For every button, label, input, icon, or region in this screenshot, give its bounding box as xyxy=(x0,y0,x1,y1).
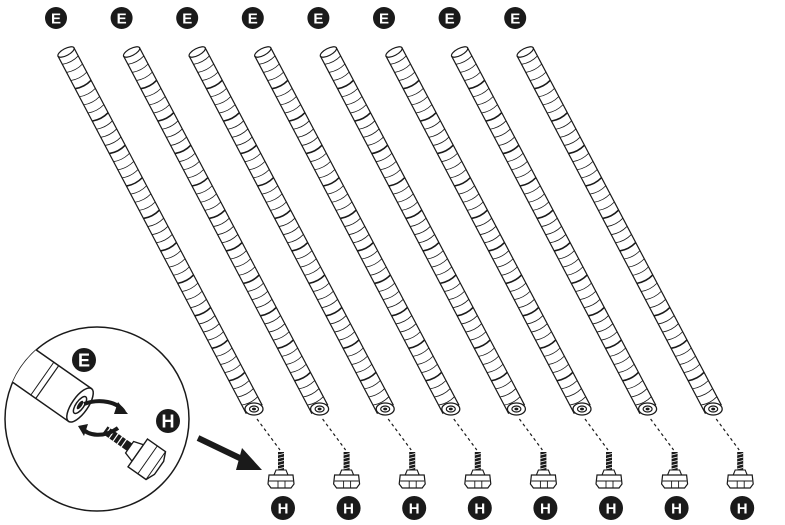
shelf-post xyxy=(450,46,658,416)
post-badge: E xyxy=(110,7,133,29)
shelf-post xyxy=(319,46,527,416)
post-badge: E xyxy=(45,7,67,29)
leveling-foot xyxy=(584,418,623,489)
post-badge: E xyxy=(241,7,264,29)
rotate-arrows-icon xyxy=(78,399,128,437)
foot-badge-label: H xyxy=(278,501,289,518)
post-end xyxy=(572,402,592,416)
foot-badge: H xyxy=(599,496,623,520)
post-end xyxy=(244,402,264,416)
shelf-post xyxy=(122,46,330,416)
foot-badge-label: H xyxy=(474,501,485,518)
post-badge: E xyxy=(373,7,395,29)
leveling-foot xyxy=(256,418,295,489)
foot-badge: H xyxy=(533,496,558,520)
leveling-foot xyxy=(453,418,492,489)
foot-badge: H xyxy=(271,496,295,520)
shelf-post xyxy=(57,46,264,416)
foot-badge: H xyxy=(467,496,492,520)
post-end xyxy=(441,402,461,416)
shelf-post xyxy=(188,46,395,416)
arrow-right-down-icon xyxy=(196,435,262,470)
foot-badge: H xyxy=(730,496,755,520)
post-badge-label: E xyxy=(248,11,258,28)
detail-post-badge-label: E xyxy=(78,351,90,371)
post-end xyxy=(703,402,723,416)
posts-group xyxy=(57,46,723,416)
post-badge-label: E xyxy=(510,11,520,28)
shelf-post xyxy=(516,46,723,416)
post-badge-label: E xyxy=(379,11,389,28)
post-end xyxy=(309,402,330,416)
foot-badge: H xyxy=(664,496,689,520)
post-badge: E xyxy=(307,7,330,29)
foot-badge-label: H xyxy=(343,501,354,518)
shelf-post xyxy=(254,46,461,416)
post-badge-label: E xyxy=(51,11,61,28)
foot-badge-label: H xyxy=(737,501,748,518)
leveling-foot xyxy=(518,418,558,489)
post-badge-label: E xyxy=(313,11,323,28)
post-badge-label: E xyxy=(117,11,127,28)
post-end xyxy=(637,402,658,416)
leveling-foot xyxy=(715,418,754,489)
shelf-post xyxy=(385,46,592,416)
foot-badge: H xyxy=(336,496,361,520)
detail-foot-badge-label: H xyxy=(162,412,175,432)
post-badge: E xyxy=(438,7,461,29)
detail-post-badge: E xyxy=(72,348,96,372)
post-end xyxy=(506,402,527,416)
detail-inset: E H xyxy=(4,326,190,512)
post-badge: E xyxy=(176,7,199,29)
post-badge-label: E xyxy=(182,11,192,28)
leveling-foot xyxy=(387,418,426,489)
post-badge-label: E xyxy=(445,11,455,28)
detail-foot-badge: H xyxy=(156,409,180,433)
post-end xyxy=(375,402,395,416)
leveling-feet-group xyxy=(256,418,754,489)
foot-badge-label: H xyxy=(606,501,617,518)
foot-badge-label: H xyxy=(671,501,682,518)
detail-post xyxy=(5,327,94,423)
foot-badge: H xyxy=(402,496,427,520)
post-badge: E xyxy=(504,7,527,29)
leveling-foot xyxy=(650,418,689,489)
leveling-foot xyxy=(322,418,361,489)
foot-badge-label: H xyxy=(409,501,420,518)
foot-badge-label: H xyxy=(540,501,551,518)
